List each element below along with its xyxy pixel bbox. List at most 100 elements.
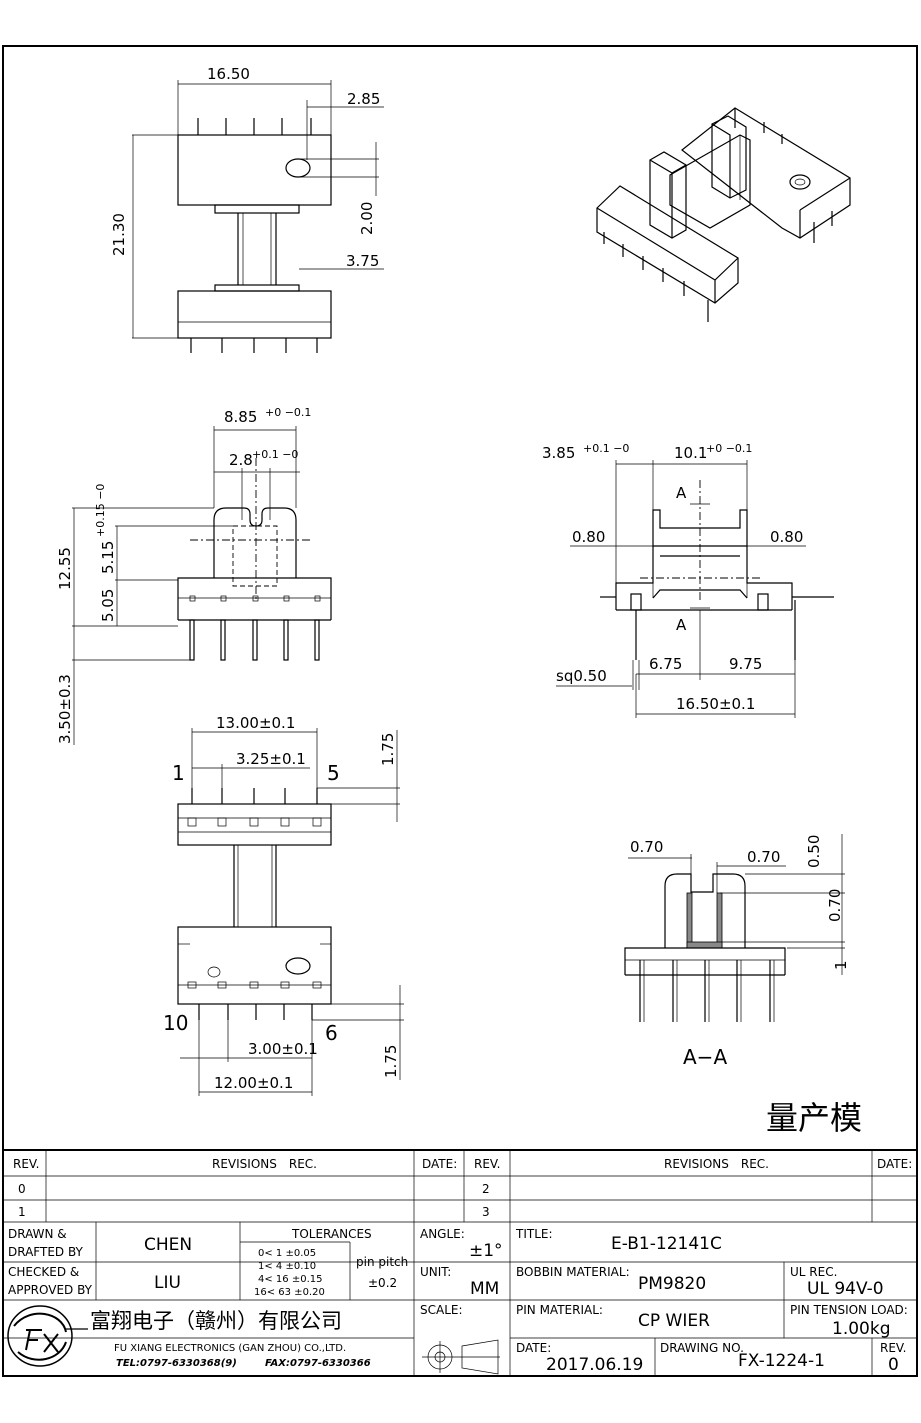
section-label: A−A bbox=[683, 1045, 727, 1069]
bottom-view: 13.00±0.1 3.25±0.1 1 5 1.75 10 6 1.75 3.… bbox=[163, 714, 404, 1096]
isometric-view bbox=[596, 107, 851, 322]
date-header-right: DATE: bbox=[877, 1157, 912, 1171]
rev-row-3: 3 bbox=[482, 1205, 490, 1219]
title-label: TITLE: bbox=[515, 1227, 553, 1241]
drawing-no-value: FX-1224-1 bbox=[738, 1351, 825, 1371]
rev-value: 0 bbox=[888, 1355, 899, 1375]
angle-label: ANGLE: bbox=[420, 1227, 465, 1241]
dim-front-right: 10.1 bbox=[674, 444, 707, 462]
bobbin-value: PM9820 bbox=[638, 1274, 706, 1294]
dim-pin-left: 6.75 bbox=[649, 655, 682, 673]
tolerance-row-1: 0< 1 ±0.05 bbox=[258, 1248, 316, 1259]
pin-pitch-label: pin pitch bbox=[356, 1255, 408, 1269]
dim-side-lower: 5.05 bbox=[99, 589, 117, 622]
dim-top-slot: 3.75 bbox=[346, 252, 379, 270]
dim-side-inner-tol: +0.1 −0 bbox=[252, 448, 298, 461]
drawn-label-1: DRAWN & bbox=[8, 1227, 67, 1241]
dim-section-one: 1 bbox=[832, 960, 850, 970]
rev-row-1: 1 bbox=[18, 1205, 26, 1219]
date-value: 2017.06.19 bbox=[546, 1355, 643, 1375]
dim-side-width-tol: +0 −0.1 bbox=[265, 406, 311, 419]
dim-pin-right: 9.75 bbox=[729, 655, 762, 673]
title-value: E-B1-12141C bbox=[611, 1234, 722, 1254]
unit-label: UNIT: bbox=[420, 1265, 451, 1279]
ul-value: UL 94V-0 bbox=[807, 1279, 884, 1299]
rev-label-bottom: REV. bbox=[880, 1341, 906, 1355]
dim-top-hole: 2.00 bbox=[358, 202, 376, 235]
dim-pin-sq: sq0.50 bbox=[556, 667, 607, 685]
rev-header-right: REV. bbox=[474, 1157, 500, 1171]
dim-side-width: 8.85 bbox=[224, 408, 257, 426]
scale-label: SCALE: bbox=[420, 1303, 463, 1317]
dim-bottom-bot-row: 12.00±0.1 bbox=[214, 1074, 293, 1092]
company-tel: TEL:0797-6330368(9) bbox=[116, 1358, 237, 1369]
side-view: 8.85 +0 −0.1 2.8 +0.1 −0 12.55 5.15 +0.1… bbox=[56, 406, 332, 745]
bobbin-label: BOBBIN MATERIAL: bbox=[516, 1265, 630, 1279]
dim-wall-left: 0.80 bbox=[572, 528, 605, 546]
dim-front-left-tol: +0.1 −0 bbox=[583, 442, 629, 455]
dim-section-mid: 0.70 bbox=[826, 889, 844, 922]
pin-material-value: CP WIER bbox=[638, 1311, 710, 1331]
pin-number-1: 1 bbox=[172, 761, 185, 785]
dim-top-height: 21.30 bbox=[110, 213, 128, 256]
title-block: REV. REVISIONS REC. DATE: REV. REVISIONS… bbox=[3, 1149, 917, 1376]
dim-side-upper: 5.15 bbox=[99, 541, 117, 574]
rev-row-2: 2 bbox=[482, 1182, 490, 1196]
tension-label: PIN TENSION LOAD: bbox=[790, 1303, 908, 1317]
dim-bottom-top-row: 13.00±0.1 bbox=[216, 714, 295, 732]
revisions-header-left: REVISIONS REC. bbox=[212, 1157, 317, 1171]
rev-row-0: 0 bbox=[18, 1182, 26, 1196]
dim-wall-right: 0.80 bbox=[770, 528, 803, 546]
checked-label-2: APPROVED BY bbox=[8, 1283, 93, 1297]
dim-front-left: 3.85 bbox=[542, 444, 575, 462]
tolerances-label: TOLERANCES bbox=[291, 1227, 372, 1241]
section-marker-bottom: A bbox=[676, 616, 687, 634]
dim-section-left: 0.70 bbox=[630, 838, 663, 856]
drawn-by: CHEN bbox=[144, 1235, 192, 1255]
drawn-label-2: DRAFTED BY bbox=[8, 1245, 84, 1259]
section-marker-top: A bbox=[676, 484, 687, 502]
dim-bottom-bot-pitch: 3.00±0.1 bbox=[248, 1040, 318, 1058]
mass-production-mark: 量产模 bbox=[766, 1099, 862, 1137]
pin-material-label: PIN MATERIAL: bbox=[516, 1303, 603, 1317]
dim-top-offset: 2.85 bbox=[347, 90, 380, 108]
rev-header-left: REV. bbox=[13, 1157, 39, 1171]
pin-number-10: 10 bbox=[163, 1011, 188, 1035]
dim-front-total: 16.50±0.1 bbox=[676, 695, 755, 713]
pin-pitch-value: ±0.2 bbox=[368, 1276, 397, 1290]
company-name-en: FU XIANG ELECTRONICS (GAN ZHOU) CO.,LTD. bbox=[114, 1343, 346, 1354]
date-label: DATE: bbox=[516, 1341, 551, 1355]
unit-value: MM bbox=[470, 1279, 499, 1299]
tolerance-row-2: 1< 4 ±0.10 bbox=[258, 1261, 316, 1272]
sheet-frame bbox=[2, 45, 918, 1377]
date-header-left: DATE: bbox=[422, 1157, 457, 1171]
dim-bottom-top-edge: 1.75 bbox=[379, 733, 397, 766]
company-fax: FAX:0797-6330366 bbox=[265, 1358, 371, 1369]
section-view: 0.70 0.70 0.50 0.70 1 A−A bbox=[624, 834, 850, 1069]
ul-label: UL REC. bbox=[790, 1265, 837, 1279]
dim-top-width: 16.50 bbox=[207, 65, 250, 83]
dim-side-height: 12.55 bbox=[56, 547, 74, 590]
pin-number-6: 6 bbox=[325, 1021, 338, 1045]
company-name-cn: 富翔电子（赣州）有限公司 bbox=[90, 1309, 342, 1333]
angle-value: ±1° bbox=[469, 1241, 503, 1261]
drawing-no-label: DRAWING NO. bbox=[660, 1341, 744, 1355]
checked-label-1: CHECKED & bbox=[8, 1265, 79, 1279]
dim-side-upper-tol: +0.15 −0 bbox=[94, 484, 107, 537]
dim-side-inner: 2.8 bbox=[229, 451, 253, 469]
dim-bottom-bot-edge: 1.75 bbox=[382, 1045, 400, 1078]
tolerance-row-4: 16< 63 ±0.20 bbox=[254, 1287, 325, 1298]
tolerance-row-3: 4< 16 ±0.15 bbox=[258, 1274, 322, 1285]
company-logo-icon bbox=[7, 1305, 88, 1367]
approved-by: LIU bbox=[154, 1273, 181, 1293]
front-view: 3.85 +0.1 −0 10.1 +0 −0.1 A A 0.80 0.80 … bbox=[542, 442, 834, 718]
top-view: 16.50 2.85 21.30 2.00 3.75 bbox=[110, 65, 384, 353]
dim-section-right: 0.70 bbox=[747, 848, 780, 866]
dim-section-top: 0.50 bbox=[805, 835, 823, 868]
dim-pin-length: 3.50±0.3 bbox=[56, 674, 74, 744]
tension-value: 1.00kg bbox=[832, 1319, 891, 1339]
dim-front-right-tol: +0 −0.1 bbox=[706, 442, 752, 455]
dim-bottom-top-pitch: 3.25±0.1 bbox=[236, 750, 306, 768]
revisions-header-right: REVISIONS REC. bbox=[664, 1157, 769, 1171]
